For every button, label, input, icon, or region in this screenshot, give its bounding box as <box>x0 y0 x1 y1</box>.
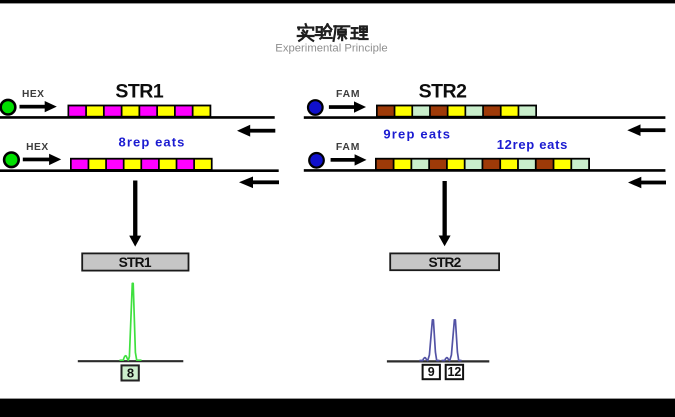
svg-text:9: 9 <box>428 365 435 379</box>
svg-text:STR2: STR2 <box>428 255 461 270</box>
svg-text:STR1: STR1 <box>119 255 152 270</box>
svg-text:Experimental Principle: Experimental Principle <box>275 43 387 55</box>
svg-text:12rep eats: 12rep eats <box>497 137 568 152</box>
svg-text:HEX: HEX <box>22 89 44 100</box>
svg-text:FAM: FAM <box>336 89 360 100</box>
svg-text:STR1: STR1 <box>115 81 164 103</box>
svg-text:STR2: STR2 <box>419 81 468 103</box>
svg-text:8rep eats: 8rep eats <box>119 135 186 150</box>
svg-text:12: 12 <box>447 365 461 379</box>
svg-text:8: 8 <box>127 366 134 381</box>
svg-text:HEX: HEX <box>26 142 48 153</box>
svg-text:9rep eats: 9rep eats <box>383 127 451 142</box>
svg-text:FAM: FAM <box>336 142 360 153</box>
